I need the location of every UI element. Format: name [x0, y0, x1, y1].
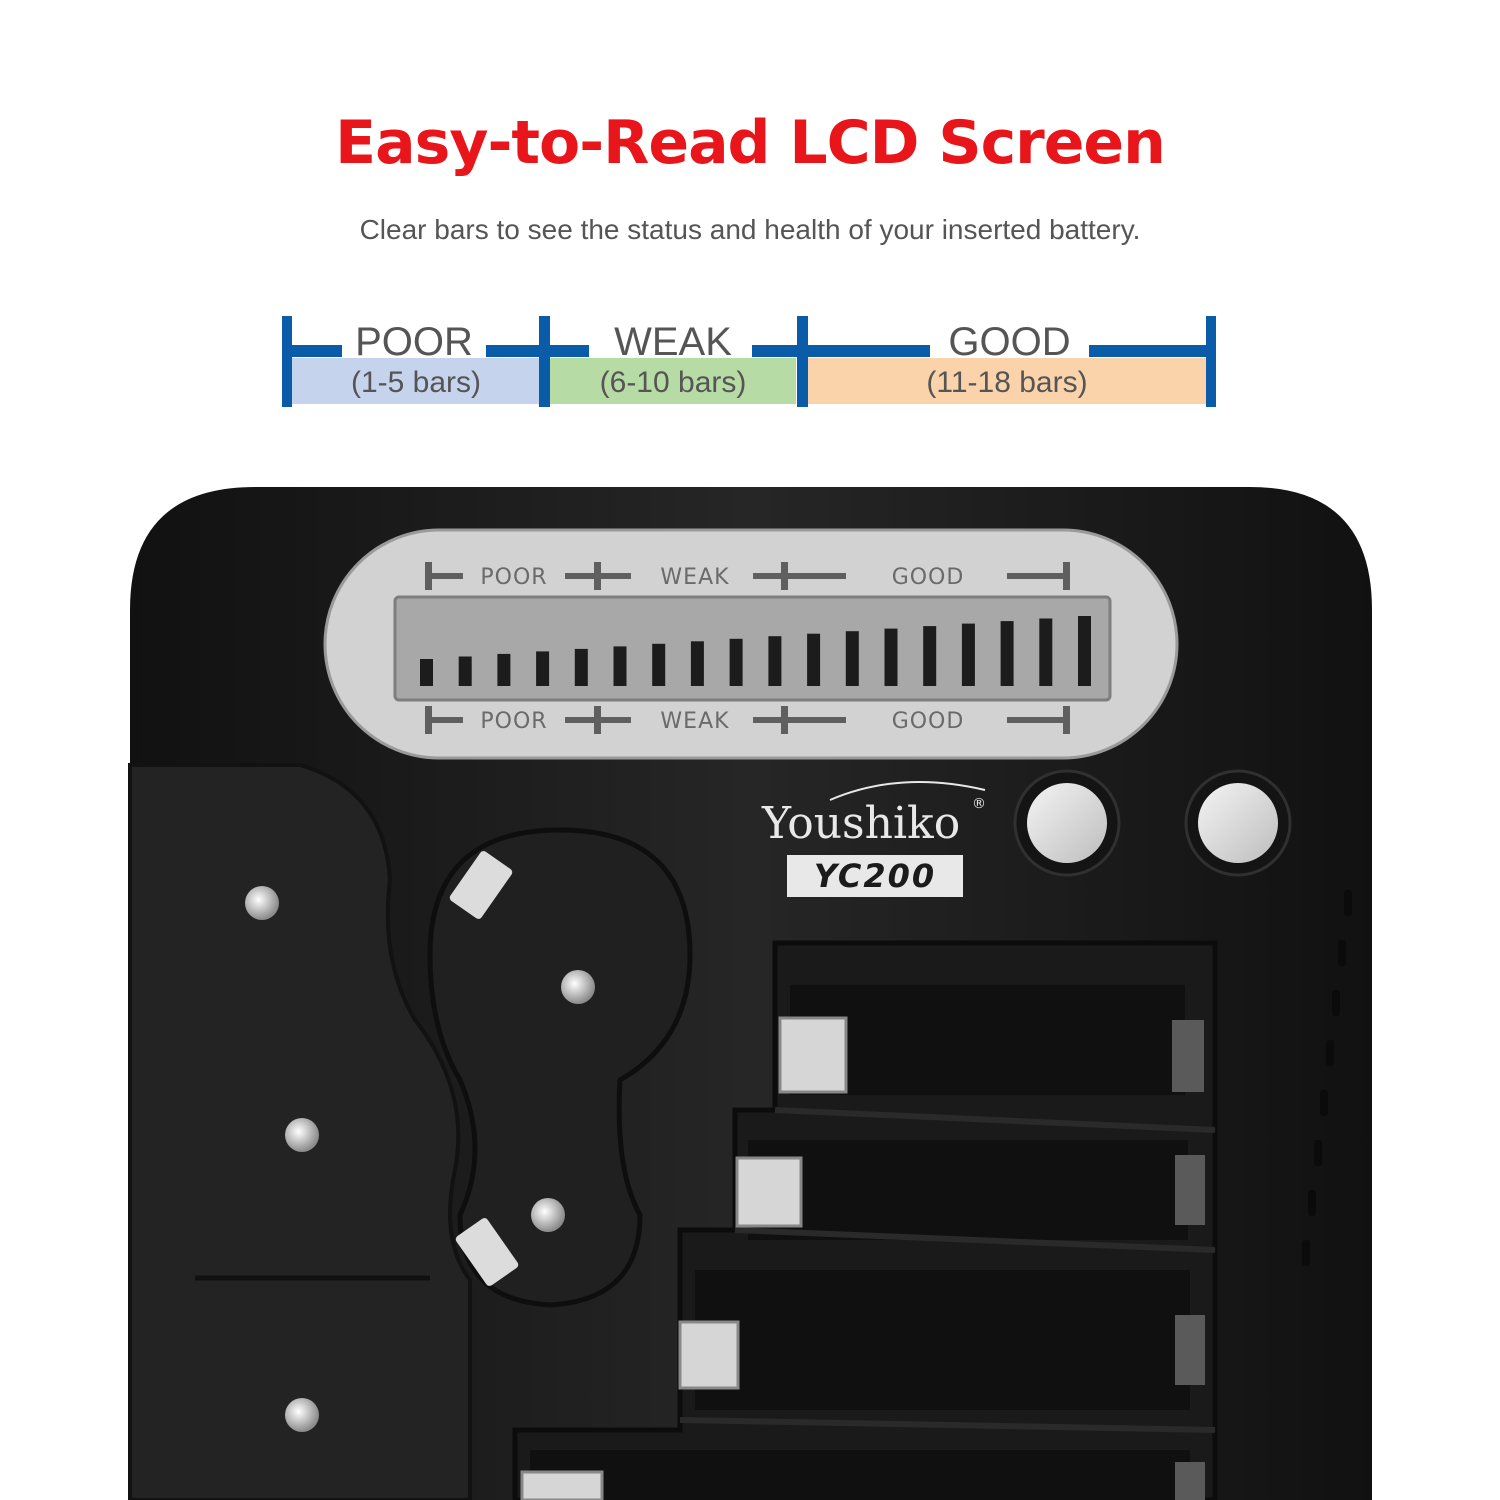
- legend-weak-range: (6-10 bars): [599, 366, 747, 399]
- battery-bay: [748, 1140, 1188, 1240]
- test-button-right[interactable]: [1198, 783, 1278, 863]
- legend-weak-label: WEAK: [614, 320, 732, 364]
- legend-tick-end: [1206, 316, 1216, 407]
- battery-spring: [1175, 1315, 1205, 1385]
- lcd-bar: [536, 651, 550, 686]
- model-number: YC200: [814, 857, 936, 895]
- lcd-bar: [613, 646, 627, 686]
- legend-good-band: [808, 358, 1206, 404]
- lcd-scale-top: [425, 562, 1070, 590]
- lcd-bar: [923, 626, 937, 686]
- battery-bays: [512, 940, 1218, 1500]
- legend-line: [486, 345, 589, 357]
- button-cell-holder: [427, 827, 693, 1308]
- legend-poor-band: [292, 358, 540, 404]
- test-button-left[interactable]: [1027, 783, 1107, 863]
- button-cell-contact: [455, 1218, 519, 1286]
- lcd-top-label-good: GOOD: [892, 565, 965, 590]
- legend-line: [1089, 345, 1216, 357]
- lcd-scale-bottom: [425, 706, 1070, 734]
- brand-name: Youshiko: [761, 798, 960, 849]
- lcd-top-label-weak: WEAK: [660, 565, 729, 590]
- lcd-bar: [729, 638, 743, 686]
- screw-icon: [245, 886, 279, 920]
- lcd-bar: [1039, 618, 1053, 686]
- grip-ridges-right: [1302, 890, 1352, 1266]
- screw-icon: [285, 1398, 319, 1432]
- battery-contact: [520, 1470, 604, 1500]
- lcd-bar: [1078, 616, 1091, 686]
- legend-poor-range: (1-5 bars): [350, 366, 482, 399]
- legend-tick-poor-weak: [539, 316, 550, 407]
- lcd-bar: [807, 633, 821, 686]
- lcd-bottom-label-good: GOOD: [892, 709, 965, 734]
- legend-tick-weak-good: [797, 316, 808, 407]
- page-title: Easy-to-Read LCD Screen: [335, 108, 1166, 178]
- lcd-bar: [768, 636, 782, 686]
- battery-spring: [1175, 1155, 1205, 1225]
- lcd-bottom-label-weak: WEAK: [660, 709, 729, 734]
- lcd-bottom-label-poor: POOR: [480, 709, 547, 734]
- registered-mark: ®: [972, 796, 986, 812]
- legend-poor-label: POOR: [355, 320, 473, 364]
- battery-contact: [678, 1320, 740, 1390]
- lcd-bar: [652, 643, 666, 686]
- screw-icon: [561, 970, 595, 1004]
- legend-good-range: (11-18 bars): [926, 366, 1088, 399]
- legend-tick-start: [282, 316, 292, 407]
- lcd-bar: [961, 623, 975, 686]
- lcd-top-label-poor: POOR: [480, 565, 547, 590]
- lcd-bar: [574, 648, 588, 686]
- battery-spring: [1172, 1020, 1204, 1092]
- lcd-bar: [420, 659, 433, 686]
- legend-line: [752, 345, 930, 357]
- battery-spring: [1175, 1462, 1205, 1500]
- page-subtitle: Clear bars to see the status and health …: [359, 214, 1141, 245]
- test-buttons: [1013, 769, 1292, 877]
- lcd-bar: [884, 628, 898, 686]
- legend-line: [282, 345, 342, 357]
- brand-swoosh: [829, 781, 986, 801]
- legend-weak-band: [550, 358, 796, 404]
- lcd-bar: [458, 656, 472, 686]
- lcd-bar: [845, 631, 859, 686]
- model-badge: [787, 855, 963, 897]
- legend-good-label: GOOD: [948, 320, 1071, 364]
- battery-contact: [735, 1156, 803, 1228]
- screws: [245, 886, 595, 1432]
- battery-bay: [790, 985, 1185, 1095]
- lcd-level-bars: [420, 616, 1091, 686]
- screw-icon: [531, 1198, 565, 1232]
- battery-bay: [695, 1270, 1190, 1410]
- battery-level-legend: POOR WEAK GOOD (1-5 bars) (6-10 bars) (1…: [0, 0, 1500, 440]
- lcd-bar: [497, 653, 511, 686]
- battery-bay: [530, 1450, 1190, 1500]
- battery-contact: [778, 1016, 848, 1094]
- screw-icon: [285, 1118, 319, 1152]
- button-cell-contact: [449, 851, 513, 919]
- lcd-bar: [1000, 621, 1014, 686]
- lcd-bar: [690, 641, 704, 686]
